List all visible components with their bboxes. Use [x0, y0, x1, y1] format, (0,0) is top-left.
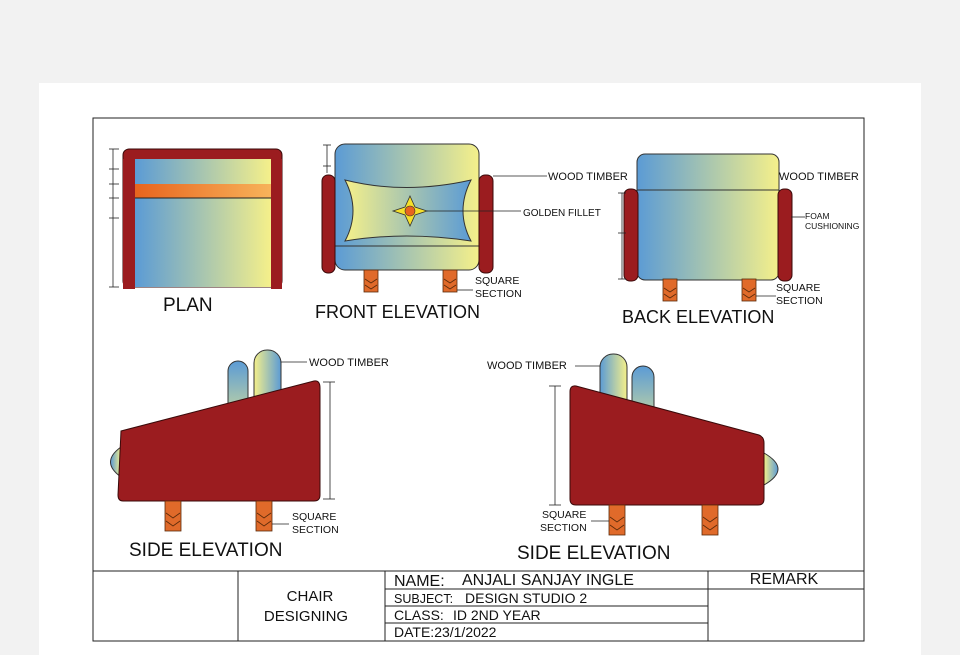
side-elevation-left-title: SIDE ELEVATION: [129, 540, 282, 561]
plan-view: [109, 148, 283, 289]
class-label: CLASS:: [394, 607, 444, 623]
front-elevation-view: [321, 143, 547, 293]
back-elevation-title: BACK ELEVATION: [622, 307, 774, 327]
date-text: DATE:23/1/2022: [394, 624, 497, 640]
name-value: ANJALI SANJAY INGLE: [462, 572, 634, 589]
golden-fillet-label: GOLDEN FILLET: [523, 208, 601, 219]
side-right-wood-timber-label: WOOD TIMBER: [487, 360, 567, 372]
side-right-square-label: SQUARE: [542, 509, 586, 521]
back-wood-timber-label: WOOD TIMBER: [779, 171, 859, 183]
cushioning-label: CUSHIONING: [805, 221, 859, 231]
side-right-section-label: SECTION: [540, 522, 587, 534]
subject-label: SUBJECT:: [394, 592, 453, 606]
class-value: ID 2ND YEAR: [453, 607, 541, 623]
subject-value: DESIGN STUDIO 2: [465, 590, 587, 606]
side-elevation-right-view: [549, 353, 779, 536]
chair-drawing: PLAN FRONT ELEVATION BACK ELEVATION SIDE…: [92, 117, 865, 642]
project-title-line2: DESIGNING: [264, 608, 348, 625]
side-left-section-label: SECTION: [292, 524, 339, 536]
front-square-label: SQUARE: [475, 275, 519, 287]
project-title-line1: CHAIR: [287, 588, 334, 605]
back-section-label: SECTION: [776, 295, 823, 307]
remark-header: REMARK: [750, 571, 819, 588]
side-left-square-label: SQUARE: [292, 511, 336, 523]
side-left-wood-timber-label: WOOD TIMBER: [309, 357, 389, 369]
back-square-label: SQUARE: [776, 282, 820, 294]
foam-label: FOAM: [805, 211, 830, 221]
side-elevation-right-title: SIDE ELEVATION: [517, 543, 670, 564]
back-elevation-view: [618, 153, 805, 302]
front-wood-timber-label: WOOD TIMBER: [548, 171, 628, 183]
front-section-label: SECTION: [475, 288, 522, 300]
sheet-border: [92, 117, 865, 642]
front-elevation-title: FRONT ELEVATION: [315, 302, 480, 322]
plan-title: PLAN: [163, 295, 213, 316]
drawing-sheet: PLAN FRONT ELEVATION BACK ELEVATION SIDE…: [39, 83, 921, 655]
title-block-grid: [93, 570, 864, 641]
name-label: NAME:: [394, 573, 445, 590]
side-elevation-left-view: [110, 349, 335, 532]
